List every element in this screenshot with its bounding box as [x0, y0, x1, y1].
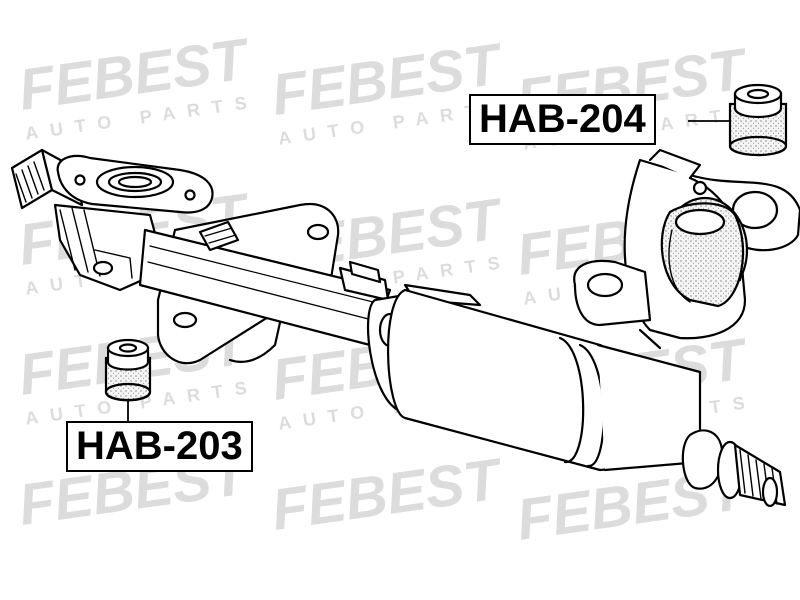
bushing-hab-204-icon	[688, 83, 788, 157]
valve-body	[53, 203, 167, 292]
installed-bushing	[660, 180, 749, 308]
power-cylinder	[386, 288, 702, 472]
part-label-hab-204: HAB-204	[469, 94, 656, 145]
rack-tube	[138, 220, 392, 347]
bushing-hab-203-icon	[104, 338, 152, 423]
part-label-hab-203: HAB-203	[66, 421, 253, 472]
tie-rod-end	[681, 429, 787, 508]
watermark-logo: FEBEST	[268, 446, 508, 543]
pinion-flange	[56, 154, 214, 214]
